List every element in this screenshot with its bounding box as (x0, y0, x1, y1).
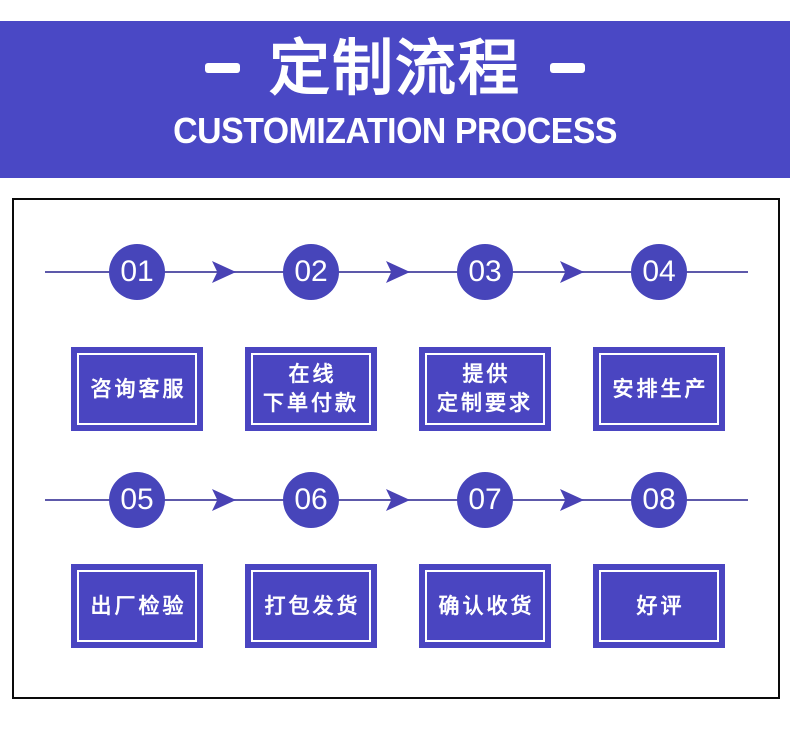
step-label-box-06: 打包发货 (245, 564, 377, 648)
step-label-box-08: 好评 (593, 564, 725, 648)
step-label-box-07: 确认收货 (419, 564, 551, 648)
step-label-02: 在线 下单付款 (263, 363, 359, 415)
step-number-05: 05 (120, 483, 154, 516)
step-label-box-03: 提供 定制要求 (419, 347, 551, 431)
step-label-box-01: 咨询客服 (71, 347, 203, 431)
step-circle-08: 08 (631, 472, 687, 528)
step-circle-01: 01 (109, 244, 165, 300)
step-label-05: 出厂检验 (90, 594, 187, 618)
step-label-box-05: 出厂检验 (71, 564, 203, 648)
process-panel: 01 02 03 04 咨询客服 在线 下单付款 提供 定制要求 (12, 198, 780, 699)
step-circle-05: 05 (109, 472, 165, 528)
label-inner-border: 提供 定制要求 (425, 353, 545, 425)
step-number-04: 04 (642, 255, 676, 288)
step-label-08: 好评 (636, 594, 685, 618)
step-number-06: 06 (294, 483, 328, 516)
page-subtitle: CUSTOMIZATION PROCESS (173, 110, 617, 151)
label-inner-border: 在线 下单付款 (251, 353, 371, 425)
header-banner: 定制流程 CUSTOMIZATION PROCESS (0, 21, 790, 178)
title-row: 定制流程 (204, 34, 585, 102)
step-label-07: 确认收货 (438, 594, 535, 618)
step-label-box-04: 安排生产 (593, 347, 725, 431)
page-title: 定制流程 (268, 34, 521, 102)
label-inner-border: 确认收货 (425, 570, 545, 642)
step-label-06: 打包发货 (264, 594, 361, 618)
step-number-08: 08 (642, 483, 676, 516)
label-inner-border: 安排生产 (599, 353, 719, 425)
step-circle-07: 07 (457, 472, 513, 528)
step-label-01: 咨询客服 (90, 377, 187, 401)
label-inner-border: 打包发货 (251, 570, 371, 642)
step-circle-04: 04 (631, 244, 687, 300)
step-number-07: 07 (468, 483, 502, 516)
label-inner-border: 好评 (599, 570, 719, 642)
step-number-01: 01 (120, 255, 154, 288)
title-dash-left-icon (204, 63, 240, 73)
step-label-box-02: 在线 下单付款 (245, 347, 377, 431)
label-inner-border: 咨询客服 (77, 353, 197, 425)
label-inner-border: 出厂检验 (77, 570, 197, 642)
step-label-03: 提供 定制要求 (437, 363, 533, 415)
step-number-03: 03 (468, 255, 502, 288)
step-number-02: 02 (294, 255, 328, 288)
title-dash-right-icon (550, 63, 585, 73)
step-circle-02: 02 (283, 244, 339, 300)
step-circle-06: 06 (283, 472, 339, 528)
step-label-04: 安排生产 (612, 377, 709, 401)
step-circle-03: 03 (457, 244, 513, 300)
